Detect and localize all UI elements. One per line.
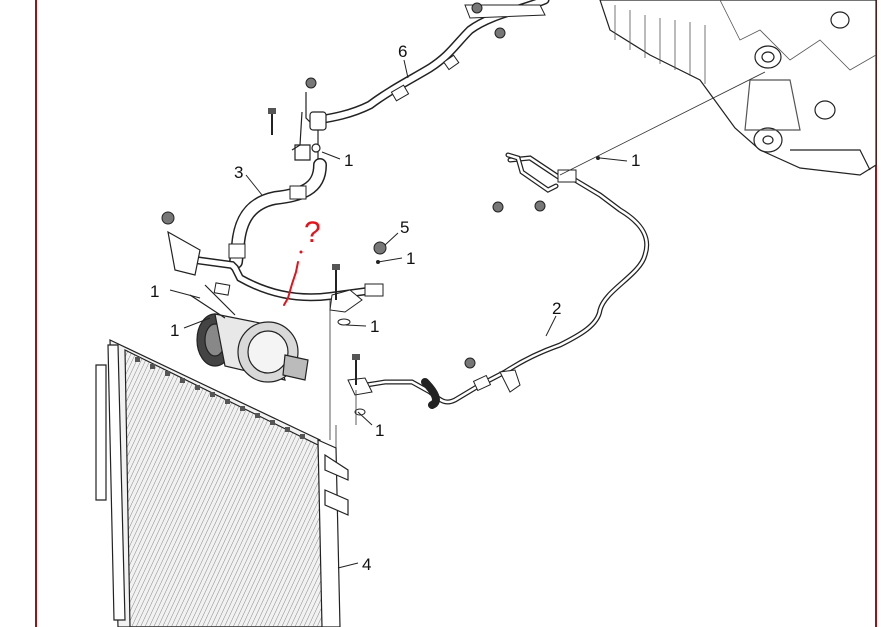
callout-5: 5 <box>400 218 409 237</box>
nut-top-2 <box>494 27 506 39</box>
suction-line <box>167 230 384 313</box>
callout-1-center: 1 <box>370 317 379 336</box>
nut-line-2a <box>492 201 504 213</box>
callout-6: 6 <box>398 42 407 61</box>
callout-1-left-lower: 1 <box>170 321 179 340</box>
callout-1-lower: 1 <box>375 421 384 440</box>
leader-lines <box>169 59 628 569</box>
reference-lines <box>329 71 766 530</box>
nut-line-2b <box>534 200 546 212</box>
callout-1-left-upper: 1 <box>150 282 159 301</box>
nut-left <box>161 211 175 225</box>
callout-1-mid-right: 1 <box>631 151 640 170</box>
compressor <box>189 284 309 383</box>
red-annotation-dot <box>299 250 303 254</box>
callout-2: 2 <box>552 299 561 318</box>
line-3 <box>228 158 327 269</box>
engine-block <box>599 0 877 176</box>
line-3-upper-fitting <box>291 92 327 165</box>
callout-1-top: 1 <box>344 151 353 170</box>
callout-4: 4 <box>362 555 371 574</box>
condenser <box>95 339 349 627</box>
nut-line-2c <box>464 357 476 369</box>
red-question-mark: ? <box>304 216 321 249</box>
line-2 <box>347 152 650 409</box>
callout-1-fitting-5: 1 <box>406 249 415 268</box>
callout-3: 3 <box>234 163 243 182</box>
nut-top-3 <box>305 77 317 89</box>
condenser-tabs <box>135 357 305 439</box>
line-6 <box>313 0 550 125</box>
red-annotation: ? <box>283 216 321 306</box>
nut-top-1 <box>471 2 483 14</box>
nut-5 <box>373 241 387 255</box>
red-annotation-stroke <box>283 261 299 306</box>
